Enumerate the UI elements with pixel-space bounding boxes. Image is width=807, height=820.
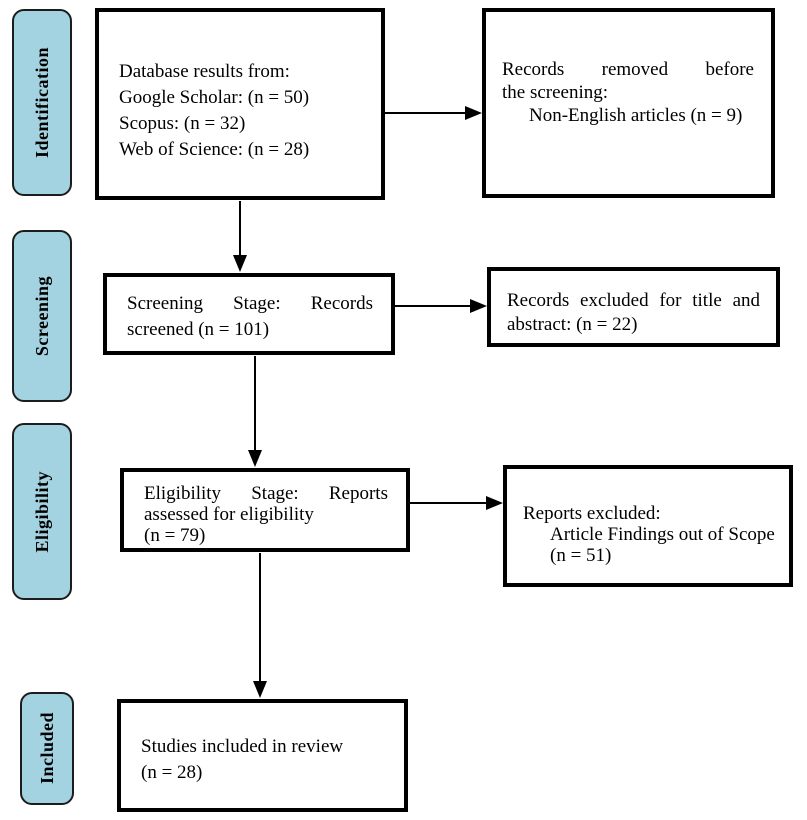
box-studies-included: Studies included in review (n = 28): [117, 699, 408, 812]
stage-label-screening: Screening: [12, 230, 72, 402]
arrow-eligibility-to-excluded: [410, 496, 503, 510]
arrow-screening-to-eligibility: [248, 356, 262, 467]
stage-label-identification-text: Identification: [31, 46, 52, 158]
text-line: Database results from:: [119, 61, 290, 82]
text-line: Scopus: (n = 32): [119, 113, 246, 134]
stage-label-eligibility-text: Eligibility: [31, 470, 52, 553]
arrow-identification-to-removed: [385, 106, 482, 120]
text-line: Studies included in review: [141, 736, 344, 757]
arrow-identification-to-screening: [233, 201, 247, 272]
text-line: Web of Science: (n = 28): [119, 139, 310, 160]
stage-label-included-text: Included: [36, 712, 57, 785]
text-line: Reports excluded:: [523, 503, 661, 524]
arrow-eligibility-to-included: [253, 553, 267, 698]
stage-label-identification: Identification: [12, 9, 72, 196]
stage-label-screening-text: Screening: [31, 275, 52, 357]
text-line: (n = 51): [550, 545, 612, 566]
text-line: Non-English articles (n = 9): [529, 105, 743, 126]
box-database-results: Database results from: Google Scholar: (n…: [95, 8, 385, 200]
arrow-screening-to-excluded: [395, 299, 487, 313]
stage-label-eligibility: Eligibility: [12, 423, 72, 600]
text-line: the screening:: [502, 82, 609, 103]
text-line: abstract: (n = 22): [507, 314, 638, 335]
text-line: (n = 79): [144, 525, 206, 546]
box-reports-excluded: Reports excluded:Article Findings out of…: [503, 465, 793, 587]
text-line: screened (n = 101): [127, 319, 270, 340]
stage-label-included: Included: [20, 692, 74, 805]
text-line: Article Findings out of Scope: [550, 524, 775, 545]
text-line: (n = 28): [141, 762, 203, 783]
text-line: Google Scholar: (n = 50): [119, 87, 310, 108]
text-line: assessed for eligibility: [144, 504, 314, 525]
